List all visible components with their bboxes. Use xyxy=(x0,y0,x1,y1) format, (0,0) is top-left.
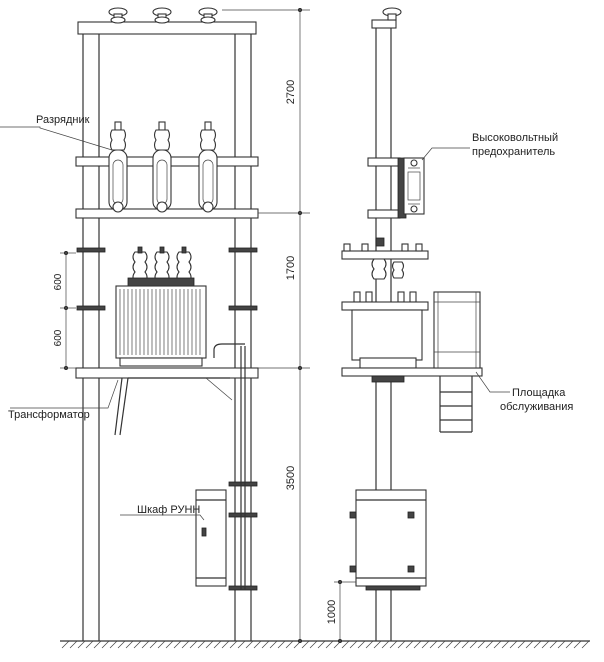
top-crossbar xyxy=(77,21,257,35)
dim-main-line xyxy=(222,7,310,644)
right-pole xyxy=(234,22,252,641)
side-fuse-crossarm xyxy=(367,157,407,219)
dim-600-group xyxy=(60,250,76,370)
hv-fuse xyxy=(403,157,425,215)
dim-2700: 2700 xyxy=(285,80,297,104)
front-view: 600 600 2700 1700 3500 xyxy=(0,7,310,644)
dim-1000-line xyxy=(334,580,356,644)
cabinet-runn xyxy=(195,489,227,587)
pole-clamps xyxy=(76,247,258,591)
transformer-platform xyxy=(75,367,259,436)
label-platform-line1: Площадка xyxy=(512,387,566,399)
label-cabinet: Шкаф РУНН xyxy=(137,504,200,516)
label-transformer: Трансформатор xyxy=(8,409,90,421)
side-view: 1000 xyxy=(326,7,510,644)
dim-600-upper: 600 xyxy=(53,273,64,290)
label-platform-line2: обслуживания xyxy=(500,401,573,413)
dim-1000: 1000 xyxy=(326,600,338,624)
ground xyxy=(60,640,590,649)
top-insulators xyxy=(108,7,218,24)
label-arrester: Разрядник xyxy=(36,114,90,126)
leaders-front xyxy=(0,126,205,521)
left-pole xyxy=(82,22,100,641)
side-ladder xyxy=(439,376,473,433)
side-insulator-rack xyxy=(341,237,429,260)
side-transformer xyxy=(341,258,429,369)
dim-600-lower: 600 xyxy=(53,329,64,346)
cable-conduit xyxy=(213,343,246,590)
dim-3500: 3500 xyxy=(285,466,297,490)
arrester-assembly xyxy=(75,121,259,219)
label-fuse-line1: Высоковольтный xyxy=(472,132,558,144)
dim-1700: 1700 xyxy=(285,256,297,280)
side-cabinet xyxy=(349,489,427,591)
transformer xyxy=(115,246,207,367)
side-platform xyxy=(341,291,483,383)
leaders-side xyxy=(421,147,510,393)
label-fuse-line2: предохранитель xyxy=(472,146,555,158)
